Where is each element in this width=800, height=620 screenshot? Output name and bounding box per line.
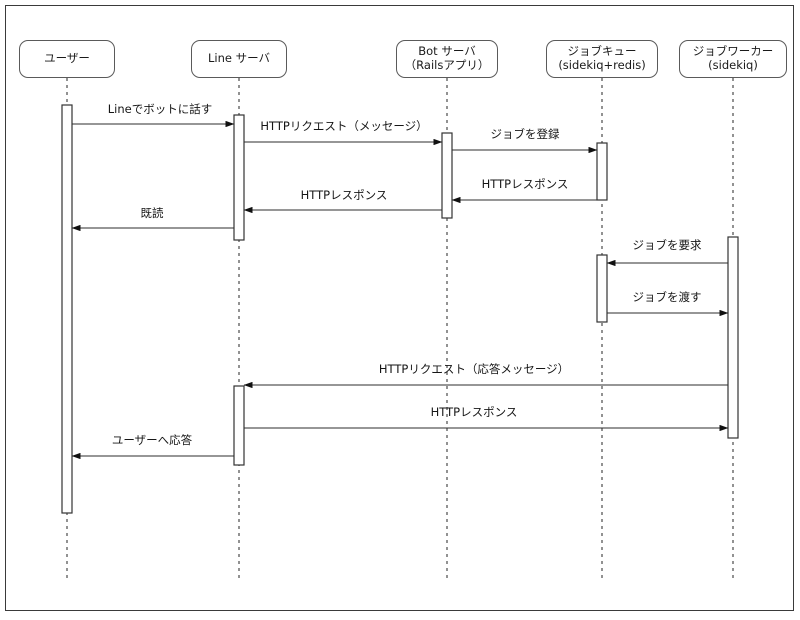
message-label-m5: HTTPレスポンス (300, 188, 388, 202)
message-label-m10: HTTPレスポンス (430, 405, 518, 419)
activation-bar-queue (596, 142, 608, 201)
message-label-m6: 既読 (140, 206, 164, 220)
activation-bar-line (233, 114, 245, 241)
participant-subtitle-queue: (sidekiq+redis) (558, 58, 646, 72)
participant-name-bot: Bot サーバ (418, 44, 476, 59)
message-label-m9: HTTPリクエスト（応答メッセージ） (378, 362, 570, 376)
participant-name-user: ユーザー (44, 51, 90, 66)
participant-subtitle-bot: （Railsアプリ） (404, 58, 490, 72)
participant-box-queue: ジョブキュー(sidekiq+redis) (546, 40, 658, 78)
participant-name-worker: ジョブワーカー (692, 44, 774, 59)
activation-bar-user (61, 104, 73, 514)
message-label-m3: ジョブを登録 (490, 127, 560, 141)
message-label-m2: HTTPリクエスト（メッセージ） (260, 119, 428, 133)
participant-subtitle-worker: (sidekiq) (708, 58, 758, 72)
participant-name-queue: ジョブキュー (567, 44, 637, 59)
message-label-m1: Lineでボットに話す (107, 102, 213, 116)
message-label-m7: ジョブを要求 (632, 238, 702, 252)
message-label-m4: HTTPレスポンス (481, 177, 569, 191)
participant-name-line: Line サーバ (207, 51, 270, 66)
message-label-m8: ジョブを渡す (632, 290, 702, 304)
activation-bar-line (233, 385, 245, 466)
participant-box-user: ユーザー (19, 40, 115, 78)
participant-box-bot: Bot サーバ（Railsアプリ） (396, 40, 498, 78)
activation-bar-bot (441, 132, 453, 219)
diagram-frame (5, 5, 794, 611)
participant-box-worker: ジョブワーカー(sidekiq) (679, 40, 787, 78)
activation-bar-worker (727, 236, 739, 439)
message-label-m11: ユーザーへ応答 (111, 433, 193, 447)
participant-box-line: Line サーバ (191, 40, 287, 78)
activation-bar-queue (596, 254, 608, 323)
